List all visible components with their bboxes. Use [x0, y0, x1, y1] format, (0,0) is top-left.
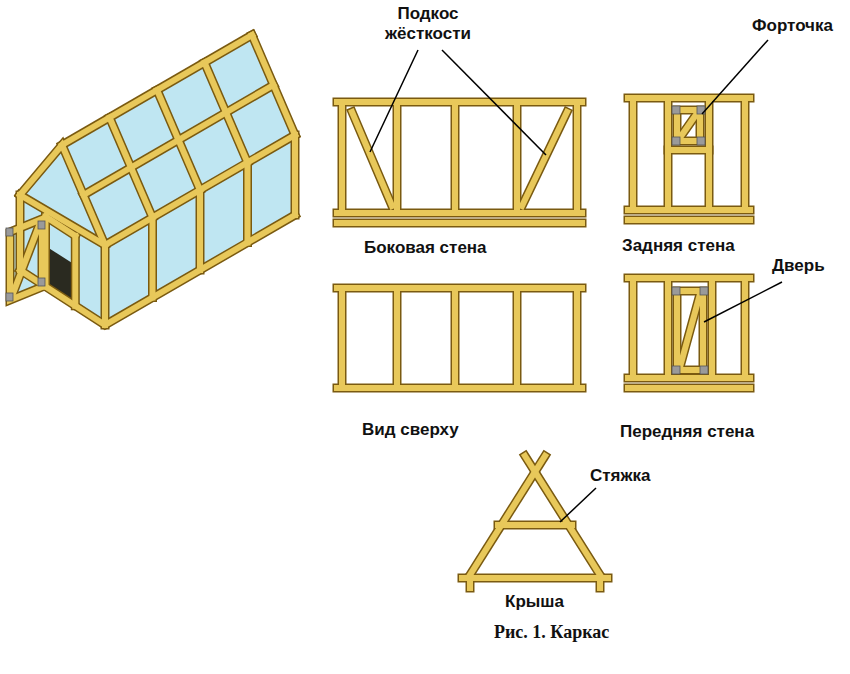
beam-outline — [10, 35, 750, 588]
wall-label: Задняя стена — [622, 236, 735, 256]
label-holder: Стяжка — [590, 466, 651, 486]
corner-plates — [6, 106, 708, 374]
window-label: Форточка — [752, 16, 833, 36]
figure-caption: Рис. 1. Каркас — [494, 622, 609, 643]
view-label: Вид сверху — [362, 420, 459, 440]
tie-label: Стяжка — [590, 466, 651, 486]
wall-label: Передняя стена — [620, 422, 754, 442]
brace-label: Подкос жёсткости — [373, 4, 483, 43]
beam-fill — [10, 35, 750, 588]
label-holder: Задняя стена — [622, 236, 735, 256]
label-holder: Крыша — [505, 592, 564, 612]
wall-label: Боковая стена — [364, 238, 487, 258]
label-holder: Передняя стена — [620, 422, 754, 442]
label-holder: Форточка — [752, 16, 833, 36]
door-label: Дверь — [772, 256, 825, 276]
roof-label: Крыша — [505, 592, 564, 612]
leader-lines — [370, 40, 782, 522]
label-holder: Боковая стена — [364, 238, 487, 258]
caption-holder: Рис. 1. Каркас — [494, 622, 609, 643]
label-holder: Вид сверху — [362, 420, 459, 440]
label-holder: Подкос жёсткости — [373, 4, 483, 43]
label-holder: Дверь — [772, 256, 825, 276]
